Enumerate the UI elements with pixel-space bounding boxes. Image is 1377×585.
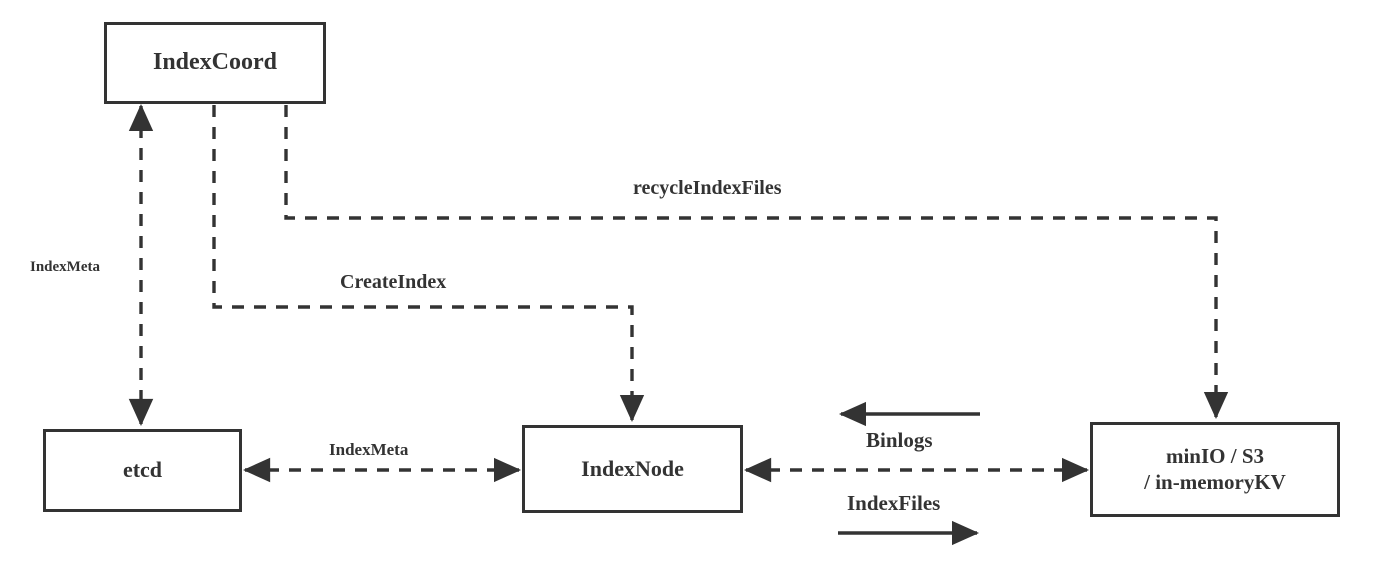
- node-minio[interactable]: minIO / S3 / in-memoryKV: [1090, 422, 1340, 517]
- edge-label-indexmeta-horizontal: IndexMeta: [329, 440, 409, 459]
- node-indexnode[interactable]: IndexNode: [522, 425, 743, 513]
- edge-label-createindex: CreateIndex: [340, 271, 447, 293]
- edge-label-indexfiles: IndexFiles: [847, 491, 941, 515]
- node-etcd[interactable]: etcd: [43, 429, 242, 512]
- node-minio-label-line1: minIO / S3: [1165, 443, 1265, 468]
- edge-recycleindexfiles: [284, 105, 1229, 420]
- edge-label-binlogs: Binlogs: [866, 428, 933, 452]
- edge-createindex: [212, 105, 645, 423]
- node-indexcoord-label: IndexCoord: [152, 49, 278, 76]
- node-etcd-label: etcd: [122, 457, 163, 483]
- node-minio-label-line2: / in-memoryKV: [1144, 469, 1286, 494]
- node-indexcoord[interactable]: IndexCoord: [104, 22, 326, 104]
- edge-label-indexmeta-vertical: IndexMeta: [30, 259, 100, 275]
- node-indexnode-label: IndexNode: [581, 455, 684, 481]
- edge-label-recycleindexfiles: recycleIndexFiles: [633, 177, 782, 199]
